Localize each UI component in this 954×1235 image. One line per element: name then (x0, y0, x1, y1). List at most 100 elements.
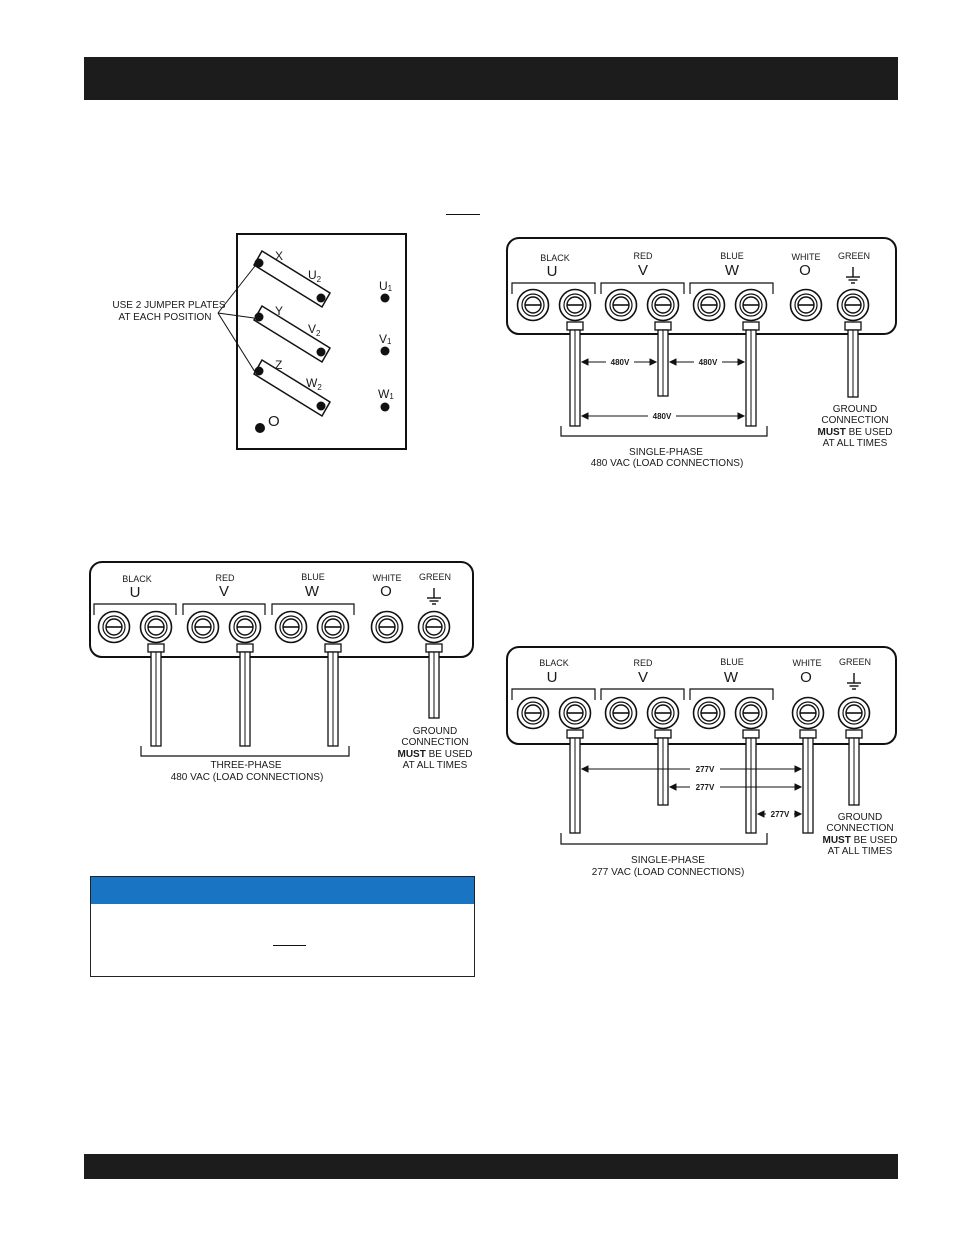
heading-underline (446, 214, 480, 215)
terminal-letter-o: O (799, 262, 811, 279)
terminal-letter-v: V (219, 583, 229, 600)
panel-single-phase-480: BLACK RED BLUE WHITE GREEN U V W O (506, 237, 897, 469)
ground-note-line2: CONNECTION (401, 737, 468, 748)
ground-note-line1: GROUND (838, 812, 882, 823)
terminal-label-u1: U1 (379, 279, 393, 293)
color-label-white: WHITE (792, 252, 821, 262)
terminal-letter-w: W (724, 669, 739, 686)
panel-three-phase-480: BLACK RED BLUE WHITE GREEN U V W O (89, 561, 474, 783)
terminal-label-neutral: O (268, 413, 280, 430)
voltage-label: 277V (771, 810, 790, 819)
voltage-label: 480V (653, 412, 672, 421)
jumper-callout-line1: USE 2 JUMPER PLATES (112, 300, 226, 311)
jumper-label-u2: U2 (308, 268, 322, 284)
bottom-footer-bar (84, 1154, 898, 1179)
terminal-lug (692, 696, 726, 730)
voltage-label: 277V (696, 765, 715, 774)
terminal-lug (836, 288, 870, 322)
terminal-lug (370, 610, 404, 644)
terminal-lug (734, 288, 768, 322)
terminal-lug (604, 696, 638, 730)
ground-note-line3: MUST BE USED (397, 749, 472, 760)
caption-line1: SINGLE-PHASE (631, 855, 705, 866)
jumper-label-x: X (275, 249, 283, 263)
caption-line2: 480 VAC (LOAD CONNECTIONS) (591, 458, 744, 469)
panel-single-phase-277: BLACK RED BLUE WHITE GREEN U V W O (506, 646, 898, 878)
terminal-label-w1: W1 (378, 387, 394, 401)
note-callout-header (91, 877, 474, 904)
ground-note-line1: GROUND (413, 726, 457, 737)
jumper-plate-x (252, 249, 332, 309)
color-label-green: GREEN (419, 572, 451, 582)
terminal-letter-w: W (305, 583, 320, 600)
jumper-callout-line2: AT EACH POSITION (119, 312, 212, 323)
voltage-label: 277V (696, 783, 715, 792)
caption-line2: 277 VAC (LOAD CONNECTIONS) (592, 867, 745, 878)
terminal-lug (417, 610, 451, 644)
terminal-lug (97, 610, 131, 644)
terminal-u1 (380, 293, 390, 303)
ground-note-line4: AT ALL TIMES (823, 438, 888, 449)
terminal-lug (604, 288, 638, 322)
callout-underline (273, 945, 306, 946)
terminal-letter-u: U (547, 263, 558, 280)
voltage-label: 480V (699, 358, 718, 367)
terminal-letter-w: W (725, 262, 740, 279)
color-label-green: GREEN (839, 657, 871, 667)
terminal-letter-v: V (638, 669, 648, 686)
terminal-neutral (255, 423, 265, 433)
color-label-red: RED (633, 658, 653, 668)
terminal-lug (646, 288, 680, 322)
color-label-black: BLACK (122, 574, 152, 584)
terminal-lug (789, 288, 823, 322)
terminal-lug (228, 610, 262, 644)
ground-note-line4: AT ALL TIMES (403, 760, 468, 771)
terminal-v1 (380, 346, 390, 356)
caption-line2: 480 VAC (LOAD CONNECTIONS) (171, 772, 324, 783)
terminal-letter-o: O (800, 669, 812, 686)
terminal-letter-o: O (380, 583, 392, 600)
terminal-lug (558, 288, 592, 322)
ground-note-line1: GROUND (833, 404, 877, 415)
terminal-lug (186, 610, 220, 644)
color-label-green: GREEN (838, 251, 870, 261)
color-label-black: BLACK (539, 658, 569, 668)
color-label-red: RED (633, 251, 653, 261)
jumper-label-y: Y (275, 304, 283, 318)
jumper-plate-z (252, 358, 332, 418)
terminal-lug (558, 696, 592, 730)
ground-note-line3: MUST BE USED (817, 427, 892, 438)
terminal-lug (734, 696, 768, 730)
terminal-lug (516, 696, 550, 730)
ground-note-line2: CONNECTION (821, 415, 888, 426)
terminal-lug (316, 610, 350, 644)
ground-note-line4: AT ALL TIMES (828, 846, 893, 857)
jumper-label-v2: V2 (308, 322, 321, 338)
terminal-lug (646, 696, 680, 730)
top-header-bar (84, 57, 898, 100)
terminal-lug (791, 696, 825, 730)
terminal-lug (274, 610, 308, 644)
color-label-white: WHITE (793, 658, 822, 668)
color-label-black: BLACK (540, 253, 570, 263)
terminal-lug (139, 610, 173, 644)
jumper-board: X Y Z U2 V2 W2 U1 V1 W1 O USE 2 JUMPER P… (112, 233, 407, 450)
jumper-callout-leaders (217, 265, 256, 373)
terminal-letter-u: U (130, 584, 141, 601)
color-label-blue: BLUE (720, 251, 744, 261)
terminal-lug (837, 696, 871, 730)
terminal-letter-v: V (638, 262, 648, 279)
caption-line1: SINGLE-PHASE (629, 447, 703, 458)
voltage-label: 480V (611, 358, 630, 367)
color-label-blue: BLUE (720, 657, 744, 667)
ground-note-line2: CONNECTION (826, 823, 893, 834)
jumper-label-w2: W2 (306, 376, 322, 392)
ground-note-line3: MUST BE USED (822, 835, 897, 846)
jumper-plate-y (252, 304, 332, 364)
terminal-w1 (380, 402, 390, 412)
terminal-lug (516, 288, 550, 322)
color-label-white: WHITE (373, 573, 402, 583)
terminal-label-v1: V1 (379, 332, 392, 346)
caption-line1: THREE-PHASE (210, 760, 281, 771)
